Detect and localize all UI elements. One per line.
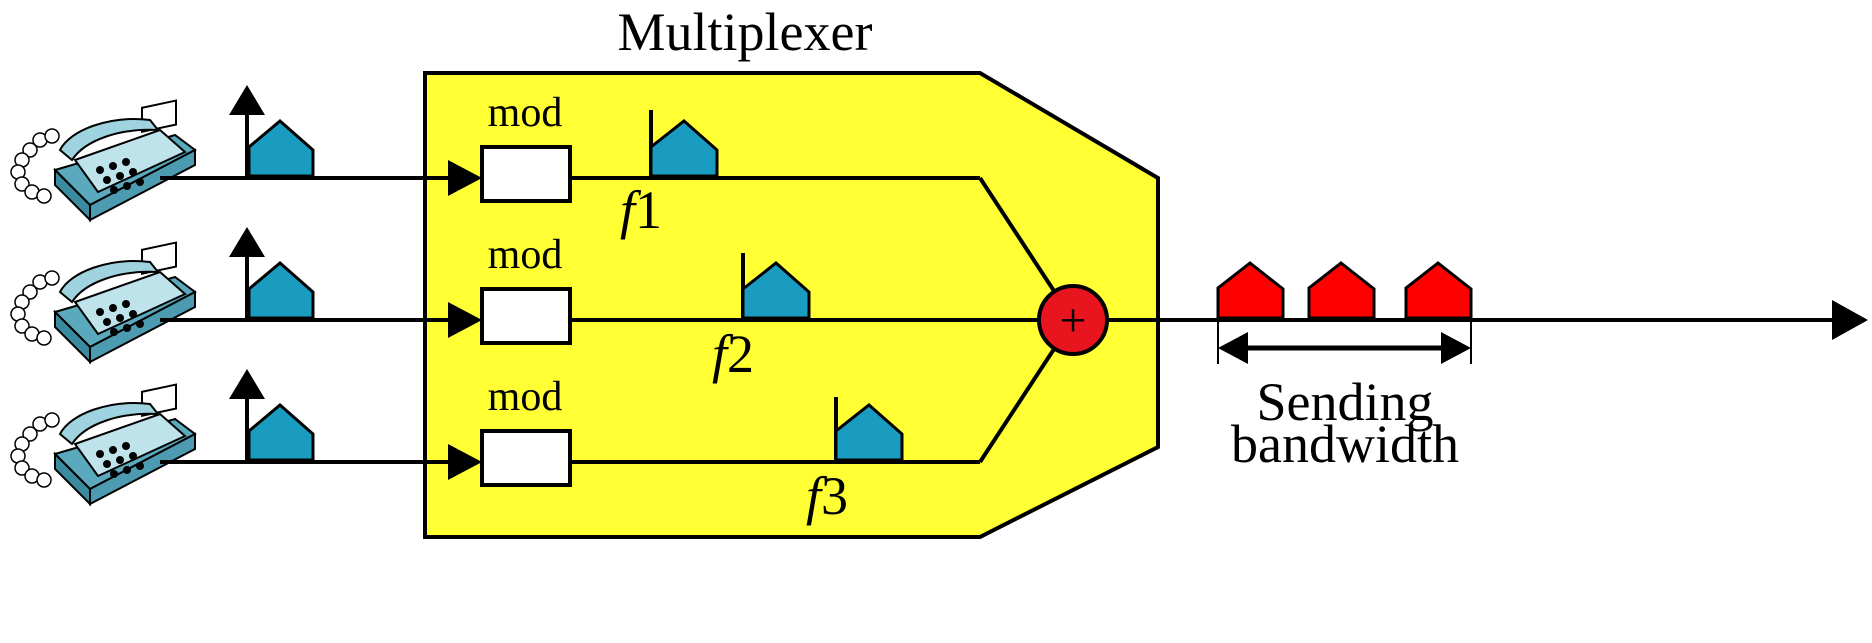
- frequency-label: f3: [806, 466, 848, 526]
- frequency-label: f1: [620, 180, 662, 240]
- output-signal-icon: [1307, 261, 1376, 320]
- input-arrowhead: [448, 302, 482, 338]
- channel-2: mod f2: [10, 227, 1040, 384]
- channel-1: mod f1: [10, 85, 1058, 296]
- telephone-icon: [10, 383, 196, 505]
- up-arrow-icon: [229, 85, 265, 178]
- modulated-signal-icon: [741, 261, 811, 320]
- up-arrow-icon: [229, 369, 265, 462]
- output-signal-icon: [1216, 261, 1285, 320]
- bandwidth-right-arrowhead: [1441, 332, 1471, 364]
- bandwidth-indicator: [1217, 320, 1472, 364]
- mod-label: mod: [488, 232, 563, 278]
- channel-3: mod f3: [10, 344, 1058, 526]
- up-arrow-icon: [229, 227, 265, 320]
- multiplexer-title: Multiplexer: [618, 2, 873, 62]
- frequency-label: f2: [712, 324, 754, 384]
- signal-spectrum-icon: [247, 403, 315, 462]
- mod-label: mod: [488, 90, 563, 136]
- output-label-line1: Sending: [1256, 372, 1433, 432]
- output-signal-icon: [1404, 261, 1473, 320]
- summer-symbol: +: [1059, 294, 1086, 347]
- input-arrowhead: [448, 444, 482, 480]
- output-label-line2: bandwidth: [1231, 414, 1459, 474]
- modulated-signal-icon: [649, 119, 719, 178]
- bandwidth-left-arrowhead: [1218, 332, 1248, 364]
- output-signals: [1216, 261, 1473, 320]
- signal-spectrum-icon: [247, 261, 315, 320]
- modulator-box: [480, 287, 572, 345]
- modulator-box: [480, 429, 572, 487]
- signal-spectrum-icon: [247, 119, 315, 178]
- modulator-box: [480, 145, 572, 203]
- summer-node: +: [1037, 284, 1109, 356]
- telephone-icon: [10, 99, 196, 221]
- mod-label: mod: [488, 374, 563, 420]
- output-arrowhead: [1832, 300, 1868, 340]
- telephone-icon: [10, 241, 196, 363]
- input-arrowhead: [448, 160, 482, 196]
- modulated-signal-icon: [834, 403, 904, 462]
